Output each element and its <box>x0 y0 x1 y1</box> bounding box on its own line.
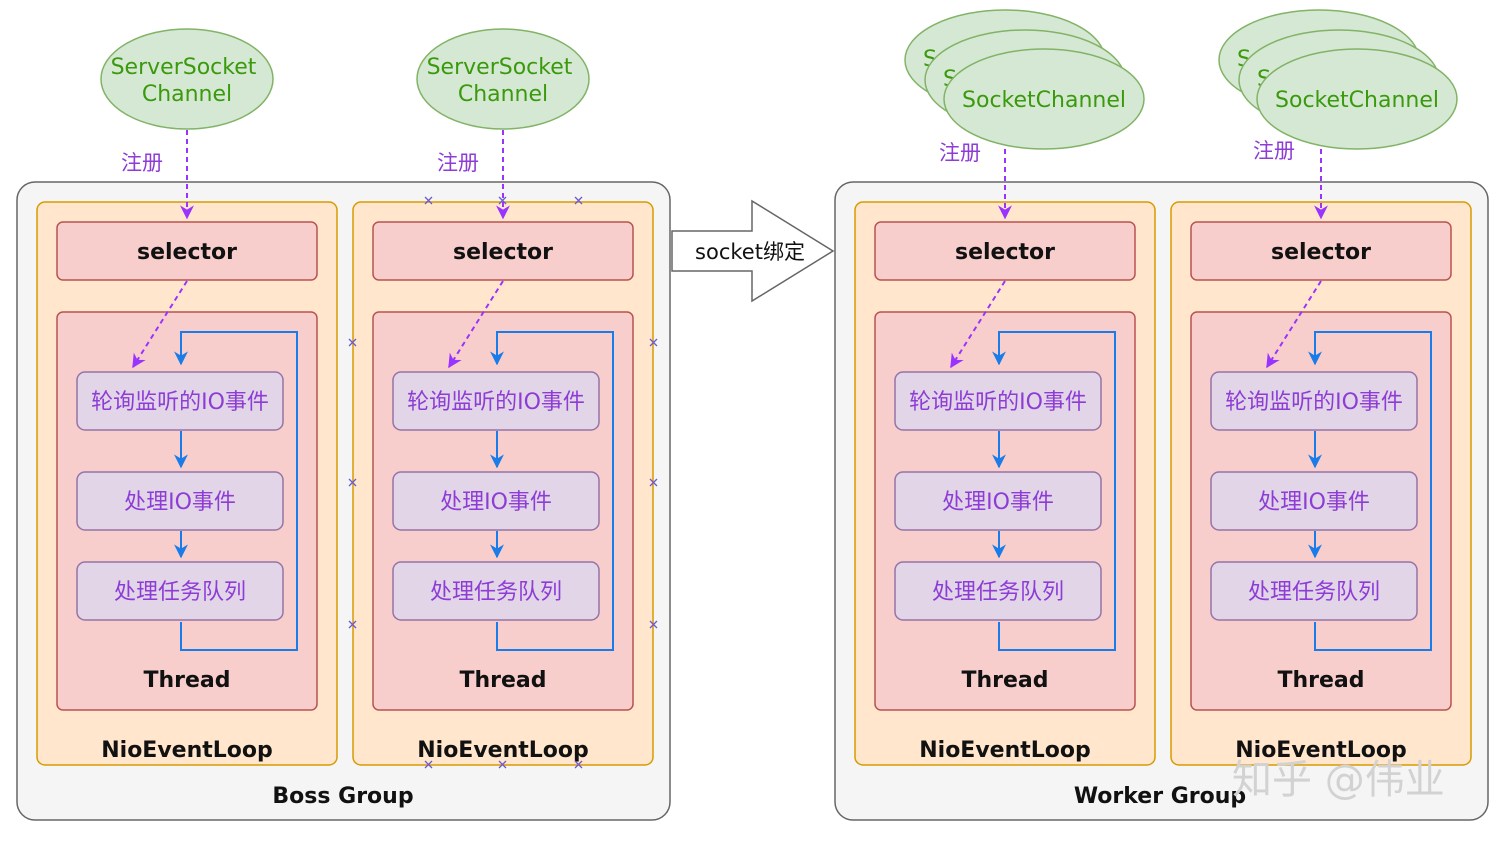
step-poll-label: 轮询监听的IO事件 <box>909 390 1087 415</box>
step-box <box>1210 471 1418 531</box>
worker-group: Worker Group NioEventLoop selector Threa… <box>834 9 1489 821</box>
selector-label: selector <box>453 240 553 265</box>
channel-label: ServerSocket Channel <box>111 55 264 107</box>
step-poll-label: 轮询监听的IO事件 <box>91 390 269 415</box>
selector-to-poll-arrow <box>448 280 504 369</box>
channel-label: SocketChannel <box>1275 88 1439 113</box>
selector-label: selector <box>955 240 1055 265</box>
register-label: 注册 <box>121 151 163 175</box>
boss-group-label: Boss Group <box>272 784 413 809</box>
step-task-queue-label: 处理任务队列 <box>114 580 246 605</box>
step-box <box>76 371 284 431</box>
thread-label: Thread <box>961 668 1048 693</box>
selector-to-poll-arrow <box>1266 280 1322 369</box>
register-label: 注册 <box>437 151 479 175</box>
worker-group-label: Worker Group <box>1074 784 1246 809</box>
selector-label: selector <box>137 240 237 265</box>
server-socket-channel-2 <box>416 28 590 130</box>
step-box <box>392 561 600 621</box>
selection-handles <box>348 196 658 769</box>
selector-box <box>372 221 634 281</box>
step-box <box>76 561 284 621</box>
event-loop-label: NioEventLoop <box>919 738 1091 763</box>
step-box <box>1210 371 1418 431</box>
step-task-queue-label: 处理任务队列 <box>932 580 1064 605</box>
step-task-queue-label: 处理任务队列 <box>430 580 562 605</box>
loop-back-arrow <box>490 331 614 651</box>
channel-label: ServerSocket Channel <box>427 55 580 107</box>
watermark: 知乎 @伟业 <box>1232 757 1445 803</box>
socket-channel-stack-2: S S SocketChannel <box>1218 9 1458 150</box>
step-box <box>76 471 284 531</box>
channel-label-line2: Channel <box>142 82 232 107</box>
server-socket-channel-1 <box>100 28 274 130</box>
socket-bind-label: socket绑定 <box>695 240 805 264</box>
selector-box <box>56 221 318 281</box>
step-process-io-label: 处理IO事件 <box>1258 490 1370 515</box>
step-box <box>894 561 1102 621</box>
channel-label-line1: ServerSocket <box>427 55 573 80</box>
channel-label-line1: ServerSocket <box>111 55 257 80</box>
register-label: 注册 <box>939 141 981 165</box>
step-task-queue-label: 处理任务队列 <box>1248 580 1380 605</box>
boss-event-loop-2: NioEventLoop selector Thread 轮询监听的IO事件 处… <box>348 196 658 769</box>
loop-back-arrow <box>992 331 1116 651</box>
event-loop-label: NioEventLoop <box>101 738 273 763</box>
thread-label: Thread <box>1277 668 1364 693</box>
selector-box <box>874 221 1136 281</box>
socket-channel-stack-1: S S SocketChannel <box>904 9 1145 150</box>
step-box <box>1210 561 1418 621</box>
boss-event-loop-1: NioEventLoop selector Thread 轮询监听的IO事件 处… <box>36 201 338 766</box>
step-process-io-label: 处理IO事件 <box>440 490 552 515</box>
event-loop-label: NioEventLoop <box>417 738 589 763</box>
step-box <box>392 371 600 431</box>
event-loop-label: NioEventLoop <box>1235 738 1407 763</box>
boss-group: Boss Group NioEventLoop selector Thread … <box>16 28 671 821</box>
selector-box <box>1190 221 1452 281</box>
socket-channel <box>943 48 1145 150</box>
step-poll-label: 轮询监听的IO事件 <box>1225 390 1403 415</box>
step-poll-label: 轮询监听的IO事件 <box>407 390 585 415</box>
thread-label: Thread <box>459 668 546 693</box>
channel-label: SocketChannel <box>962 88 1126 113</box>
selector-to-poll-arrow <box>950 280 1006 369</box>
worker-event-loop-1: NioEventLoop selector Thread 轮询监听的IO事件 处… <box>854 201 1156 766</box>
worker-event-loop-2: NioEventLoop selector Thread 轮询监听的IO事件 处… <box>1170 201 1472 766</box>
register-label: 注册 <box>1253 139 1295 163</box>
step-box <box>894 471 1102 531</box>
channel-label-line2: Channel <box>458 82 548 107</box>
socket-bind-arrow: socket绑定 <box>671 199 835 303</box>
selector-to-poll-arrow <box>132 280 188 369</box>
step-box <box>894 371 1102 431</box>
step-box <box>392 471 600 531</box>
step-process-io-label: 处理IO事件 <box>124 490 236 515</box>
selector-label: selector <box>1271 240 1371 265</box>
loop-back-arrow <box>1308 331 1432 651</box>
thread-label: Thread <box>143 668 230 693</box>
step-process-io-label: 处理IO事件 <box>942 490 1054 515</box>
loop-back-arrow <box>174 331 298 651</box>
socket-channel <box>1256 48 1458 150</box>
